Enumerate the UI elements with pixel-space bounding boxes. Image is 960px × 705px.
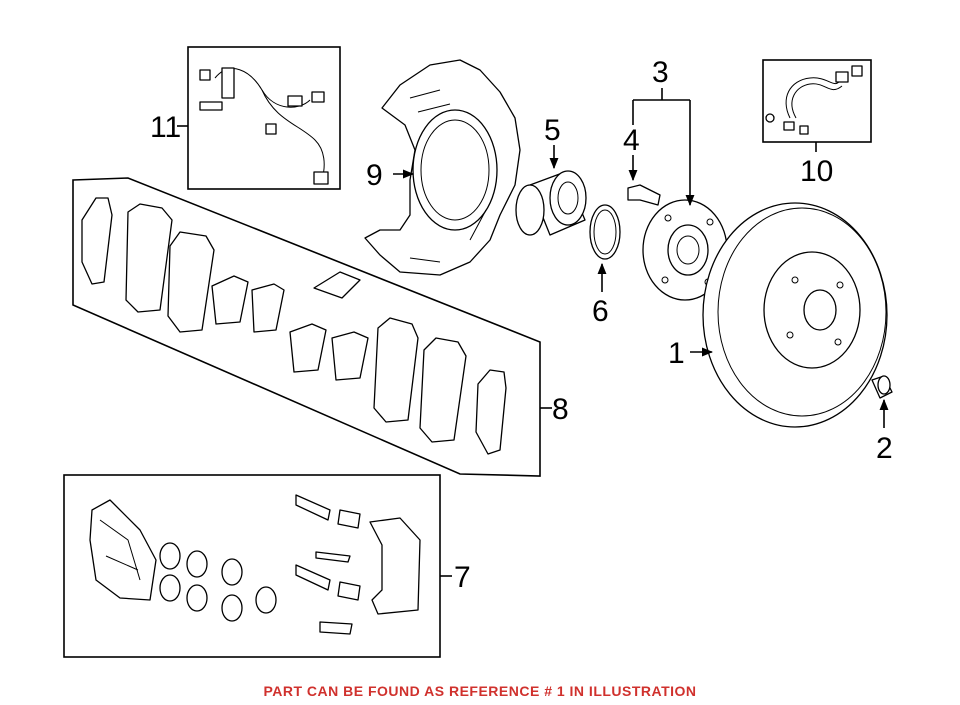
brake-rotor [702, 202, 888, 428]
caliper-kit-box [63, 474, 441, 658]
callout-8: 8 [552, 393, 569, 426]
snap-ring [589, 204, 621, 260]
brake-hose-box [762, 59, 872, 143]
brake-pad-kit-box [72, 177, 541, 477]
wheel-stud [627, 184, 661, 206]
sensor-wire-box [187, 46, 341, 190]
rotor-screw [871, 375, 893, 399]
wheel-hub [642, 199, 728, 301]
callout-11: 11 [150, 111, 181, 144]
callout-9: 9 [366, 159, 383, 192]
callout-5: 5 [544, 114, 561, 147]
callout-7: 7 [454, 561, 471, 594]
callout-3: 3 [652, 56, 669, 89]
wheel-bearing [515, 170, 587, 236]
dust-shield [364, 59, 521, 276]
callout-2: 2 [876, 432, 893, 465]
reference-note: PART CAN BE FOUND AS REFERENCE # 1 IN IL… [263, 683, 697, 699]
callout-4: 4 [623, 124, 640, 157]
callout-10: 10 [800, 155, 833, 188]
callout-1: 1 [668, 337, 685, 370]
callout-6: 6 [592, 295, 609, 328]
